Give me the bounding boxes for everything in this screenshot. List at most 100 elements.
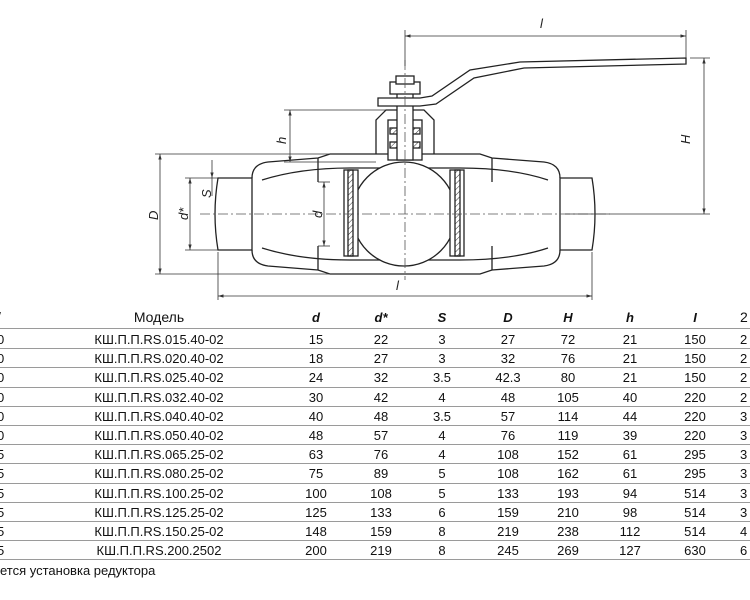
cell-cut-right: 3 [740, 447, 748, 463]
label-l-bottom: l [396, 278, 400, 293]
cell-cut-right: 3 [740, 408, 748, 424]
cell-model: КШ.П.П.RS.125.25-02 [94, 504, 224, 520]
table-header: / Модель d d* S D H h I 2 [0, 308, 750, 327]
label-h: h [274, 137, 289, 144]
label-D: D [146, 211, 161, 220]
cell-cut: 0 [0, 389, 5, 405]
cell-d-star: 89 [373, 466, 389, 482]
cell-d-star: 27 [373, 351, 389, 367]
cell-h: 21 [622, 332, 638, 347]
label-l-top: l [540, 16, 544, 31]
ball-valve-drawing: l H h D d* S d l [146, 16, 710, 300]
cell-s: 3.5 [432, 408, 452, 424]
cell-d-star: 57 [373, 428, 389, 443]
cell-D: 27 [500, 332, 516, 347]
cell-cut-right: 6 [740, 543, 748, 559]
cell-h: 61 [622, 447, 638, 463]
cell-cut-right: 2 [740, 370, 748, 386]
cell-s: 5 [438, 466, 446, 482]
row-divider [0, 540, 750, 542]
cell-I: 514 [684, 485, 706, 501]
cell-H: 80 [560, 370, 576, 386]
cell-H: 114 [557, 408, 579, 424]
cell-model: КШ.П.П.RS.020.40-02 [94, 351, 224, 367]
row-divider [0, 521, 750, 522]
cell-I: 630 [684, 543, 706, 559]
header-d: d [312, 310, 320, 325]
cell-h: 112 [619, 524, 641, 539]
header-divider [0, 328, 750, 329]
header-d-star: d* [374, 310, 388, 325]
cell-H: 269 [557, 543, 579, 559]
cell-H: 193 [557, 485, 579, 501]
cell-I: 295 [684, 447, 706, 463]
cell-s: 4 [438, 447, 446, 463]
row-divider [0, 425, 750, 426]
cell-d-star: 159 [370, 524, 392, 539]
cell-h: 44 [622, 408, 638, 424]
cell-H: 152 [557, 447, 579, 463]
cell-s: 3.5 [432, 370, 452, 386]
label-S: S [199, 189, 214, 198]
cell-s: 3 [438, 351, 446, 367]
cell-I: 220 [684, 389, 706, 405]
cell-D: 133 [497, 485, 519, 501]
handle-lever [377, 57, 687, 107]
cell-d: 30 [308, 389, 324, 405]
cell-h: 21 [622, 370, 638, 386]
center-lines [200, 60, 610, 280]
cell-model: КШ.П.П.RS.015.40-02 [94, 332, 224, 347]
cell-D: 57 [500, 408, 516, 424]
header-model: Модель [133, 309, 185, 325]
cell-d-star: 76 [373, 447, 389, 463]
cell-cut: 5 [0, 466, 5, 482]
cell-cut-right: 2 [740, 389, 748, 405]
label-d: d [310, 210, 325, 218]
header-cut-right: 2 [740, 309, 748, 325]
cell-d: 75 [308, 466, 324, 482]
cell-model: КШ.П.П.RS.150.25-02 [94, 524, 224, 539]
header-h: h [626, 310, 634, 325]
cell-d: 15 [308, 332, 324, 347]
cell-D: 245 [497, 543, 519, 559]
cell-h: 21 [622, 351, 638, 367]
label-H: H [678, 134, 693, 144]
row-divider [0, 559, 750, 561]
cell-D: 159 [497, 504, 519, 520]
cell-I: 220 [684, 408, 706, 424]
cell-d: 148 [305, 524, 327, 539]
cell-cut: 0 [0, 408, 5, 424]
cell-d: 200 [305, 543, 327, 559]
cell-s: 3 [438, 332, 446, 347]
row-divider [0, 348, 750, 350]
cell-D: 108 [497, 447, 519, 463]
cell-model: КШ.П.П.RS.100.25-02 [94, 485, 224, 501]
cell-cut: 5 [0, 524, 5, 539]
cell-D: 219 [497, 524, 519, 539]
cell-h: 94 [622, 485, 638, 501]
cell-cut: 5 [0, 447, 5, 463]
cell-I: 150 [684, 351, 706, 367]
cell-cut: 0 [0, 370, 5, 386]
cell-d-star: 42 [373, 389, 389, 405]
cell-cut: 0 [0, 428, 5, 443]
cell-H: 238 [557, 524, 579, 539]
header-D: D [503, 310, 513, 325]
row-divider [0, 482, 750, 484]
cell-d-star: 108 [370, 485, 392, 501]
cell-H: 210 [557, 504, 579, 520]
cell-model: КШ.П.П.RS.025.40-02 [94, 370, 224, 386]
cell-d-star: 219 [370, 543, 392, 559]
cell-model: КШ.П.П.RS.050.40-02 [94, 428, 224, 443]
cell-s: 6 [438, 504, 446, 520]
row-divider [0, 405, 750, 407]
